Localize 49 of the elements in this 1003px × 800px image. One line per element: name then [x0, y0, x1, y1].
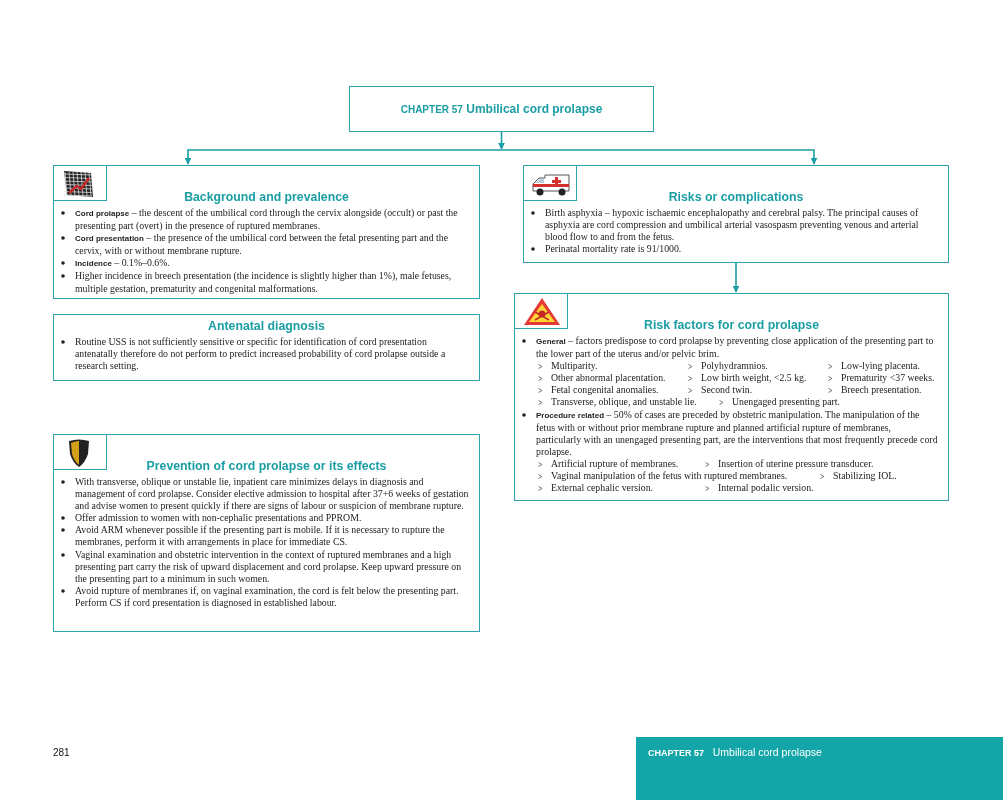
bullet-point: Incidence – 0.1%–0.6%.: [75, 257, 171, 271]
bullet-point: Higher incidence in breech presentation (the incidence is slightly higher than 1%), male fetuses, multiple gestation, prematurity and congenital malformations.: [75, 270, 453, 295]
running-footer: CHAPTER 57 Umbilical cord prolapse: [648, 746, 822, 758]
info-card: [514, 293, 949, 501]
bullet-point: Routine USS is not sufficiently sensitive or specific for identification of cord presentation antenatally therefore do not perform to predict increased probability of cord prolapse outside a research setting.: [75, 336, 447, 373]
info-card: [53, 314, 480, 381]
list-item: External cephalic version.: [551, 482, 653, 495]
list-item: Fetal congenital anomalies.: [551, 384, 659, 397]
list-item: Internal podalic version.: [718, 482, 814, 495]
chapter-title: CHAPTER 57 Umbilical cord prolapse: [399, 102, 604, 116]
section-heading: Risks or complications: [668, 190, 804, 204]
arrow: [184, 149, 503, 165]
list-item: Breech presentation.: [841, 384, 922, 397]
bullet-point: Avoid rupture of membranes if, on vaginal examination, the cord is felt below the presenting part. Perform CS if cord presentation is diagnosed in established labour.: [75, 584, 460, 610]
page-number: 281: [53, 747, 70, 758]
section-heading: Antenatal diagnosis: [208, 319, 325, 333]
info-card: [53, 434, 480, 632]
bullet-point: Procedure related – 50% of cases are preceded by obstetric manipulation. The manipulation of the fetus with or without prior membrane rupture and planned artificial rupture of membranes, particularly with an unengaged presenting part, are the interventions that most frequently precede cord prolapse.: [536, 408, 938, 458]
list-item: Vaginal manipulation of the fetus with ruptured membranes.: [551, 470, 788, 483]
bullet-point: With transverse, oblique or unstable lie, inpatient care minimizes delays in diagnosis and management of cord prolapse. Consider elective admission to hospital after 37+6 weeks of gestation and advise women to present quickly if there are signs of labour or suspicion of membrane rupture.: [75, 476, 469, 513]
list-item: Low birth weight, <2.5 kg.: [701, 372, 807, 385]
bullet-point: General – factors predispose to cord prolapse by preventing close application of the presenting part to the lower part of the uterus and/or pelvic brim.: [536, 335, 935, 361]
bullet-point: Cord prolapse – the descent of the umbilical cord through the cervix alongside (occult) or past the presenting part (overt) in the presence of ruptured membranes.: [75, 207, 459, 233]
info-card: [523, 165, 949, 263]
list-item: Polyhydramnios.: [701, 360, 768, 373]
section-heading: Prevention of cord prolapse or its effects: [146, 459, 387, 473]
section-heading: Risk factors for cord prolapse: [644, 318, 819, 332]
info-card: [53, 165, 480, 299]
bullet-point: Birth asphyxia – hypoxic ischaemic encephalopathy and cerebral palsy. The principal causes of asphyxia are cord compression and umbilical arterial vasospasm preventing venous and arterial blood flow to and from the fetus.: [545, 207, 920, 244]
bullet-point: Vaginal examination and obstetric intervention in the context of ruptured membranes and a high presenting part carry the risk of upward displacement and cord prolapse. Keep upward pressure on the presenting part to a minimum in such women.: [75, 548, 463, 585]
list-item: Artificial rupture of membranes.: [551, 457, 679, 471]
bullet-point: Avoid ARM whenever possible if the presenting part is mobile. If it is necessary to rupture the membranes, perform it with arrangements in place for immediate CS.: [75, 524, 446, 549]
list-item: Insertion of uterine pressure transducer.: [718, 457, 874, 471]
bullet-point: Cord presentation – the presence of the umbilical cord between the fetal presenting part and the cervix, with or without membrane rupture.: [75, 232, 450, 258]
arrow: [498, 131, 505, 150]
list-item: Second twin.: [701, 384, 753, 397]
list-item: Stabilizing IOL.: [833, 470, 897, 483]
list-item: Prematurity <37 weeks.: [841, 372, 935, 385]
arrow: [500, 149, 818, 165]
list-item: Low-lying placenta.: [841, 360, 920, 373]
arrow: [732, 262, 740, 293]
section-heading: Background and prevalence: [184, 190, 349, 204]
list-item: Multiparity.: [551, 360, 598, 373]
list-item: Unengaged presenting part.: [732, 396, 840, 409]
list-item: Other abnormal placentation.: [551, 372, 666, 385]
title-box: [349, 86, 654, 132]
bullet-point: Offer admission to women with non-cephalic presentations and PPROM.: [75, 512, 363, 525]
list-item: Transverse, oblique, and unstable lie.: [551, 396, 697, 409]
bullet-point: Perinatal mortality rate is 91/1000.: [545, 243, 683, 256]
